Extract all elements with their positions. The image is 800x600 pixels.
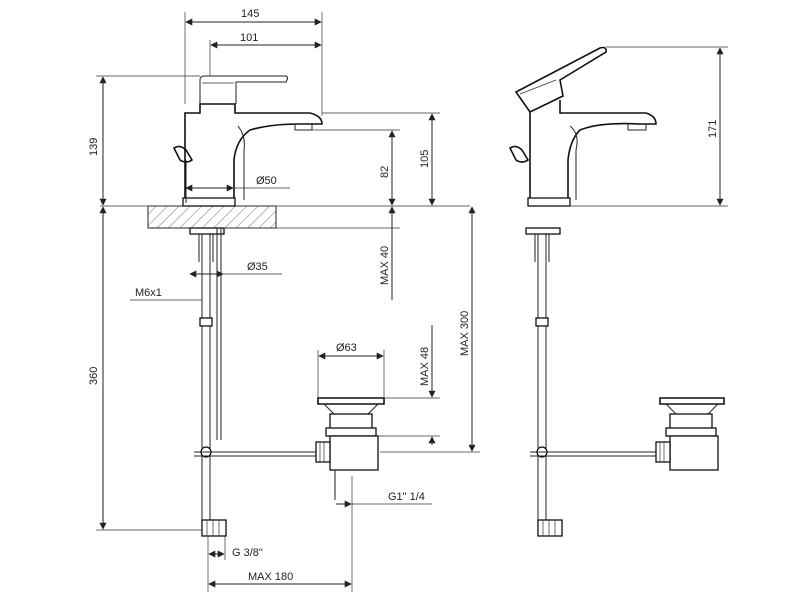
dim-171: 171	[707, 120, 719, 138]
side-dimensions: 171	[570, 46, 728, 207]
dim-139: 139	[88, 138, 100, 156]
dim-max-40: MAX 40	[379, 246, 391, 285]
front-dimensions: 145 101 139 105 82 Ø50 MAX 40 Ø35 M6x1	[88, 8, 480, 592]
popup-knob	[172, 145, 194, 203]
dim-diameter-63: Ø63	[336, 342, 357, 354]
dim-360: 360	[88, 367, 100, 385]
dim-diameter-50: Ø50	[256, 175, 277, 187]
label-m6x1: M6x1	[135, 287, 162, 299]
dim-max-180: MAX 180	[248, 571, 293, 583]
lever-raised	[514, 46, 607, 114]
front-view	[100, 75, 470, 537]
countertop-section	[147, 205, 277, 229]
hose-fitting	[201, 519, 227, 537]
label-g1-1-4: G1" 1/4	[388, 491, 425, 503]
dim-101: 101	[240, 32, 258, 44]
side-view	[508, 46, 725, 537]
dim-82: 82	[379, 166, 391, 178]
dim-105: 105	[419, 150, 431, 168]
faucet-base	[182, 197, 236, 207]
dim-145: 145	[241, 8, 259, 20]
faucet-body	[184, 103, 323, 204]
popup-waste	[315, 397, 385, 500]
label-g-3-8: G 3/8"	[232, 547, 263, 559]
dim-diameter-35: Ø35	[247, 261, 268, 273]
dim-max-48: MAX 48	[419, 347, 431, 386]
dim-max-300: MAX 300	[459, 311, 471, 356]
